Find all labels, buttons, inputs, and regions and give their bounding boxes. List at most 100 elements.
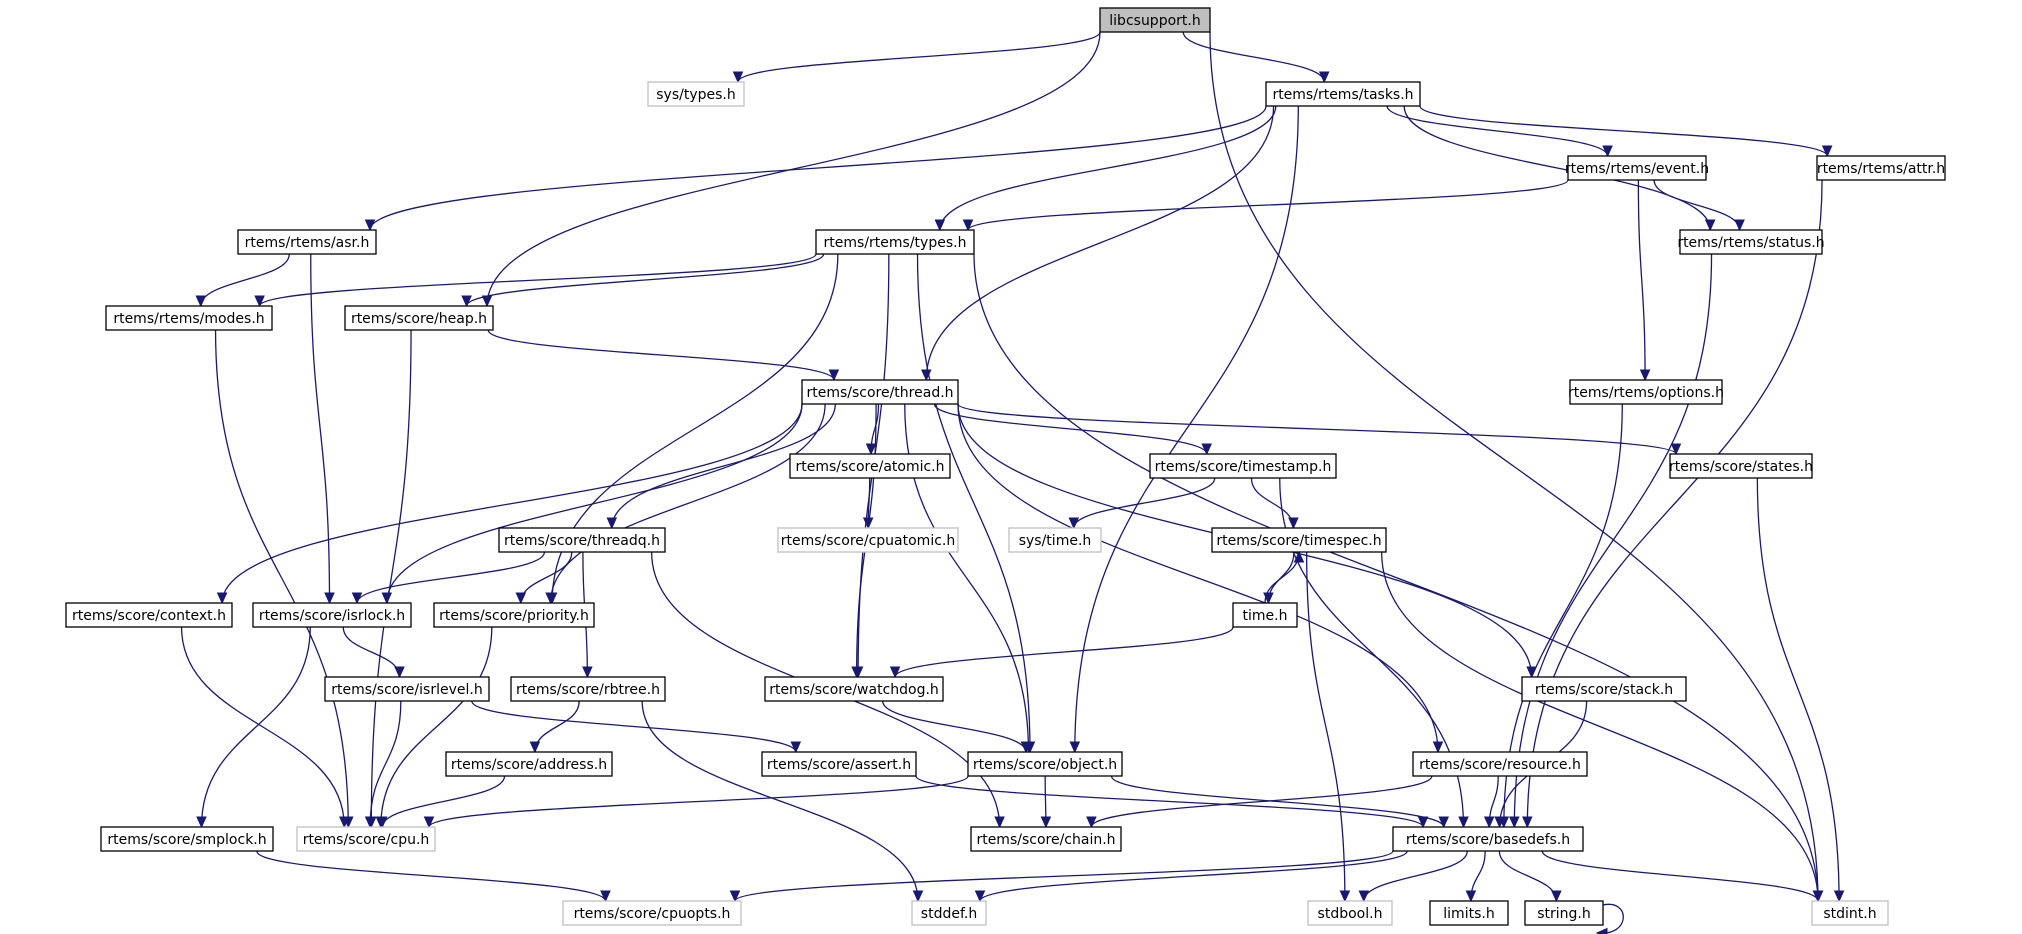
node-limits[interactable]: limits.h xyxy=(1429,900,1509,926)
edge-timespec-to-stdbool xyxy=(1306,551,1351,903)
edge-arrowhead xyxy=(1734,219,1745,232)
edge-arrowhead xyxy=(1040,816,1052,829)
node-options[interactable]: rtems/rtems/options.h xyxy=(1568,379,1724,405)
node-heap[interactable]: rtems/score/heap.h xyxy=(344,305,494,331)
node-box xyxy=(1811,900,1889,926)
edge-line xyxy=(737,31,1101,83)
edge-arrowhead xyxy=(1293,550,1305,563)
edge-arrowhead xyxy=(351,592,363,605)
edge-line xyxy=(465,253,825,307)
edge-types-to-modes xyxy=(254,253,817,308)
edge-threadq-to-priority xyxy=(515,551,573,605)
edge-isrlevel-to-assert xyxy=(471,700,802,754)
edge-line xyxy=(939,105,1277,231)
edge-event-to-types xyxy=(962,179,1569,232)
edge-line xyxy=(1363,850,1468,902)
edge-arrowhead xyxy=(962,219,974,232)
node-threadq[interactable]: rtems/score/threadq.h xyxy=(498,527,666,553)
edge-context-to-cpu xyxy=(180,626,350,829)
node-context[interactable]: rtems/score/context.h xyxy=(65,602,233,628)
node-box xyxy=(1429,900,1509,926)
edge-arrowhead xyxy=(1551,890,1562,903)
node-label: rtems/score/heap.h xyxy=(351,311,487,327)
edge-line xyxy=(1419,105,1828,157)
node-assert[interactable]: rtems/score/assert.h xyxy=(761,751,917,777)
node-box xyxy=(764,676,944,702)
edge-string-to-string xyxy=(1595,903,1624,934)
edge-line xyxy=(221,403,803,604)
edge-basedefs-to-string xyxy=(1498,850,1562,903)
node-states[interactable]: rtems/score/states.h xyxy=(1669,453,1813,479)
edge-line xyxy=(487,329,835,381)
node-stack[interactable]: rtems/score/stack.h xyxy=(1521,676,1687,702)
node-thread[interactable]: rtems/score/thread.h xyxy=(801,379,959,405)
node-modes[interactable]: rtems/rtems/modes.h xyxy=(105,305,273,331)
node-status[interactable]: rtems/rtems/status.h xyxy=(1677,229,1825,255)
node-timeh[interactable]: time.h xyxy=(1232,602,1298,628)
edge-thread-to-resource xyxy=(957,403,1444,754)
edge-line xyxy=(957,403,1439,753)
node-box xyxy=(789,453,951,479)
node-rbtree[interactable]: rtems/score/rbtree.h xyxy=(510,676,666,702)
node-chain[interactable]: rtems/score/chain.h xyxy=(970,826,1122,852)
node-priority[interactable]: rtems/score/priority.h xyxy=(433,602,595,628)
node-isrlock[interactable]: rtems/score/isrlock.h xyxy=(252,602,412,628)
node-box xyxy=(1669,453,1813,479)
node-box xyxy=(801,379,959,405)
node-attr[interactable]: rtems/rtems/attr.h xyxy=(1816,155,1946,181)
node-box xyxy=(970,826,1122,852)
edge-arrowhead xyxy=(732,71,744,84)
node-box xyxy=(562,900,742,926)
edge-address-to-cpu xyxy=(377,775,506,829)
node-atomic[interactable]: rtems/score/atomic.h xyxy=(789,453,951,479)
node-box xyxy=(237,229,377,255)
edge-types-to-heap xyxy=(461,253,825,308)
edge-thread-to-timestamp xyxy=(933,403,1212,456)
node-label: limits.h xyxy=(1443,906,1494,922)
node-label: rtems/rtems/modes.h xyxy=(113,311,264,327)
edge-line xyxy=(1306,551,1346,902)
node-watchdog[interactable]: rtems/score/watchdog.h xyxy=(764,676,944,702)
edge-arrowhead xyxy=(1602,145,1613,158)
node-resource[interactable]: rtems/score/resource.h xyxy=(1412,751,1588,777)
node-label: rtems/score/stack.h xyxy=(1535,682,1673,698)
edge-line xyxy=(369,105,1267,231)
node-label: time.h xyxy=(1243,608,1288,624)
node-string[interactable]: string.h xyxy=(1524,900,1604,926)
edge-arrowhead xyxy=(1509,816,1520,829)
node-types[interactable]: rtems/rtems/types.h xyxy=(815,229,975,255)
edge-line xyxy=(1503,403,1623,828)
node-timestamp[interactable]: rtems/score/timestamp.h xyxy=(1149,453,1337,479)
node-stddef: stddef.h xyxy=(911,900,987,926)
node-isrlevel[interactable]: rtems/score/isrlevel.h xyxy=(324,676,490,702)
node-basedefs[interactable]: rtems/score/basedefs.h xyxy=(1392,826,1584,852)
node-label: rtems/score/states.h xyxy=(1669,459,1813,475)
edge-line xyxy=(1526,179,1823,828)
node-box xyxy=(65,602,233,628)
node-timespec[interactable]: rtems/score/timespec.h xyxy=(1211,527,1387,553)
node-label: string.h xyxy=(1537,906,1591,922)
node-label: rtems/rtems/event.h xyxy=(1565,161,1709,177)
edge-isrlevel-to-cpu xyxy=(364,700,402,829)
node-box xyxy=(510,676,666,702)
edge-thread-to-threadq xyxy=(606,403,836,530)
node-smplock[interactable]: rtems/score/smplock.h xyxy=(100,826,274,852)
node-asr[interactable]: rtems/rtems/asr.h xyxy=(237,229,377,255)
node-object[interactable]: rtems/score/object.h xyxy=(967,751,1123,777)
node-event[interactable]: rtems/rtems/event.h xyxy=(1565,155,1709,181)
node-box xyxy=(1412,751,1588,777)
node-label: libcsupport.h xyxy=(1109,13,1200,29)
edge-line xyxy=(1381,551,1819,902)
node-tasks[interactable]: rtems/rtems/tasks.h xyxy=(1265,81,1421,107)
edge-basedefs-to-stdint xyxy=(1541,850,1824,903)
node-label: stdint.h xyxy=(1823,906,1876,922)
node-address[interactable]: rtems/score/address.h xyxy=(445,751,613,777)
node-label: rtems/score/context.h xyxy=(72,608,226,624)
edge-arrowhead xyxy=(1288,517,1299,530)
edge-arrowhead xyxy=(381,592,393,605)
node-label: rtems/score/rbtree.h xyxy=(516,682,660,698)
edge-arrowhead xyxy=(1339,890,1351,903)
node-box xyxy=(1008,527,1102,553)
edge-line xyxy=(916,253,1031,753)
edge-timespec-to-timeh xyxy=(1263,551,1295,605)
